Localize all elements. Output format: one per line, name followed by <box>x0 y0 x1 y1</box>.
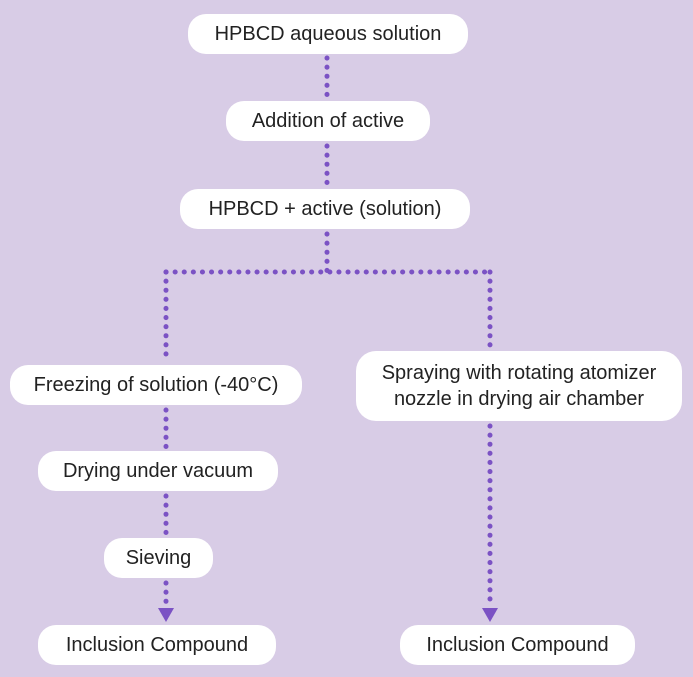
node-sieving: Sieving <box>104 538 213 578</box>
node-label: Freezing of solution (-40°C) <box>33 374 279 396</box>
node-addition-of-active: Addition of active <box>226 101 430 141</box>
node-label: Sieving <box>125 547 192 569</box>
arrowhead-right <box>482 608 498 622</box>
node-label: Drying under vacuum <box>62 460 254 482</box>
node-label: Inclusion Compound <box>65 634 249 656</box>
node-hpbcd-aqueous-solution: HPBCD aqueous solution <box>188 14 468 54</box>
node-spraying: Spraying with rotating atomizer nozzle i… <box>356 351 682 421</box>
node-label: HPBCD + active (solution) <box>208 198 442 220</box>
node-drying-under-vacuum: Drying under vacuum <box>38 451 278 491</box>
node-label: Addition of active <box>251 110 405 132</box>
node-freezing: Freezing of solution (-40°C) <box>10 365 302 405</box>
node-hpbcd-active-solution: HPBCD + active (solution) <box>180 189 470 229</box>
node-inclusion-compound-left: Inclusion Compound <box>38 625 276 665</box>
node-label: Inclusion Compound <box>426 634 609 656</box>
node-label-line2: nozzle in drying air chamber <box>393 388 645 410</box>
node-label: HPBCD aqueous solution <box>214 23 442 45</box>
node-label-line1: Spraying with rotating atomizer <box>381 362 657 384</box>
node-inclusion-compound-right: Inclusion Compound <box>400 625 635 665</box>
arrowhead-left <box>158 608 174 622</box>
